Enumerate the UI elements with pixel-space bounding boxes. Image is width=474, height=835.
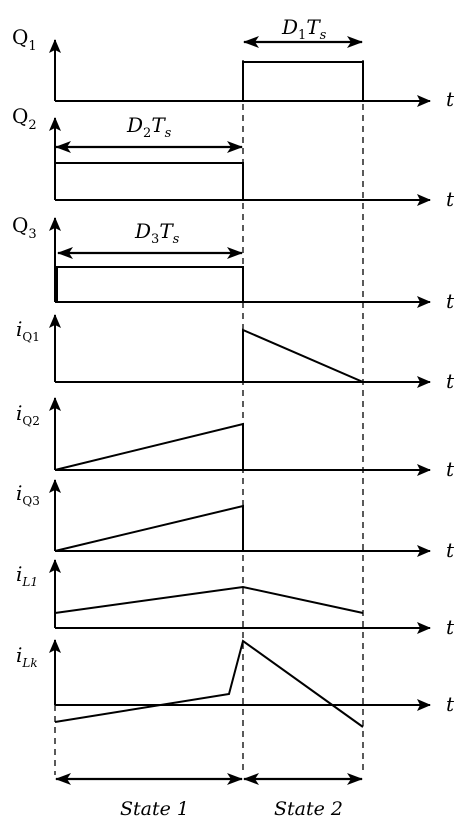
ilk-label: iLk — [16, 643, 38, 670]
iq3-current — [54, 504, 244, 552]
iq3-label: iQ3 — [16, 481, 40, 508]
state1-label: State 1 — [120, 798, 189, 820]
waveform-iq2: iQ2 t — [16, 397, 455, 481]
q3-pulse — [56, 266, 244, 302]
q2-pulse — [54, 162, 244, 200]
d2ts-label: D2Ts — [126, 113, 172, 141]
iq2-time-label: t — [446, 457, 455, 481]
state-intervals: State 1 State 2 — [55, 773, 363, 820]
d3ts-label: D3Ts — [134, 219, 180, 247]
waveform-iq1: iQ1 t — [16, 314, 455, 393]
iq2-label: iQ2 — [16, 401, 40, 428]
q2-label: Q2 — [12, 104, 37, 133]
waveform-q3: Q3 t D3Ts — [12, 213, 455, 313]
q1-time-label: t — [446, 87, 455, 111]
iq1-current — [242, 328, 364, 383]
waveform-iq3: iQ3 t — [16, 479, 455, 562]
waveform-ilk: iLk t — [16, 639, 455, 728]
q1-pulse — [55, 61, 364, 102]
il1-label: iL1 — [16, 562, 38, 589]
state2-label: State 2 — [274, 798, 343, 820]
il1-time-label: t — [446, 615, 455, 639]
ilk-time-label: t — [446, 692, 455, 716]
il1-current — [54, 585, 364, 614]
iq2-current — [54, 422, 244, 471]
q3-label: Q3 — [12, 213, 37, 242]
q1-label: Q1 — [12, 25, 37, 54]
iq3-time-label: t — [446, 538, 455, 562]
q2-time-label: t — [446, 187, 455, 211]
iq1-time-label: t — [446, 369, 455, 393]
d1ts-label: D1Ts — [281, 15, 327, 43]
waveform-q1: Q1 t D1Ts — [12, 15, 455, 111]
waveform-il1: iL1 t — [16, 559, 455, 639]
q3-time-label: t — [446, 289, 455, 313]
waveform-q2: Q2 t D2Ts — [12, 104, 455, 211]
ilk-current — [54, 639, 364, 728]
iq1-label: iQ1 — [16, 317, 40, 344]
